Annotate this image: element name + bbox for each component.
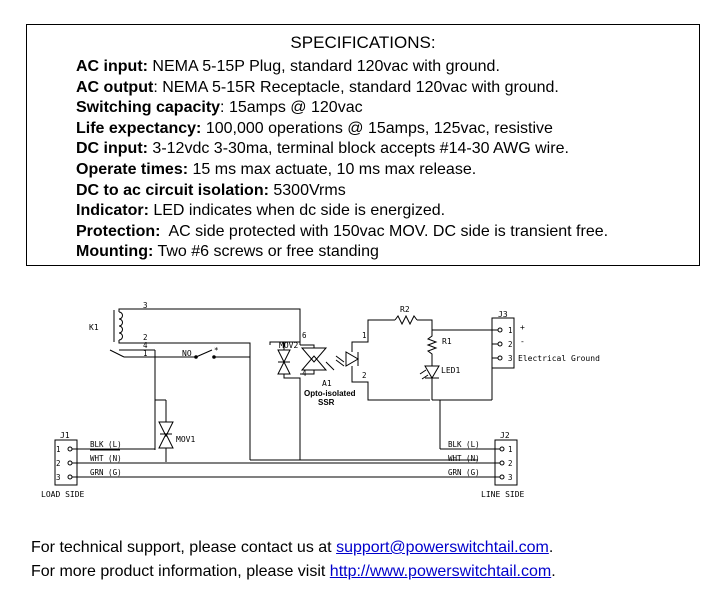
schematic-label: J2 (500, 431, 510, 440)
info-suffix: . (551, 563, 556, 580)
spec-item: AC output: NEMA 5-15R Receptacle, standa… (76, 78, 608, 99)
schematic-label: 1 (143, 349, 148, 358)
relay-coil (118, 311, 123, 341)
specifications-box: SPECIFICATIONS: AC input: NEMA 5-15P Plu… (26, 24, 700, 266)
spec-item: Operate times: 15 ms max actuate, 10 ms … (76, 160, 608, 181)
support-line: For technical support, please contact us… (31, 539, 553, 557)
schematic-label: 1 (362, 331, 367, 340)
support-prefix: For technical support, please contact us… (31, 539, 337, 556)
schematic-label: 3 (143, 301, 148, 310)
spec-label: Mounting: (76, 243, 154, 261)
schematic-label: NO (182, 349, 192, 358)
schematic-label: 1 (508, 445, 513, 454)
spec-value: : NEMA 5-15R Receptacle, standard 120vac… (153, 78, 559, 96)
schematic-label: 2 (56, 459, 61, 468)
schematic-label: 4 (143, 341, 148, 350)
spec-item: Indicator: LED indicates when dc side is… (76, 201, 608, 222)
schematic-label: WHT (N) (90, 454, 122, 463)
r2-resistor (394, 314, 418, 326)
schematic-label: 2 (362, 371, 367, 380)
j3-terminal-block (491, 317, 515, 369)
spec-value: LED indicates when dc side is energized. (148, 202, 446, 220)
schematic-label: MOV2 (279, 341, 298, 350)
spec-value: 3-12vdc 3-30ma, terminal block accepts #… (147, 140, 569, 158)
spec-item: DC input: 3-12vdc 3-30ma, terminal block… (76, 139, 608, 160)
schematic-label: K1 (89, 323, 99, 332)
spec-item: Mounting: Two #6 screws or free standing (76, 242, 608, 263)
spec-item: DC to ac circuit isolation: 5300Vrms (76, 181, 608, 202)
schematic-label: J1 (60, 431, 70, 440)
schematic-label: WHT (N) (448, 454, 480, 463)
schematic-labels: K1 3 2 4 1 NO * MOV2 6 4 A1 Opto-isolate… (41, 301, 600, 499)
spec-label: Operate times: (76, 160, 189, 178)
spec-value: 15 ms max actuate, 10 ms max release. (188, 160, 477, 178)
spec-value: 5300Vrms (268, 181, 346, 199)
schematic-label: GRN (G) (448, 468, 480, 477)
spec-label: AC output (76, 78, 154, 96)
circuit-schematic: K1 3 2 4 1 NO * MOV2 6 4 A1 Opto-isolate… (41, 301, 600, 499)
r1-resistor (426, 330, 438, 362)
schematic-label: GRN (G) (90, 468, 122, 477)
schematic-label: A1 (322, 379, 332, 388)
spec-label: Life expectancy: (76, 119, 202, 137)
support-email-link[interactable]: support@powerswitchtail.com (336, 539, 549, 556)
schematic-label: 1 (508, 326, 513, 335)
schematic-label: R1 (442, 337, 452, 346)
info-prefix: For more product information, please vis… (31, 563, 330, 580)
schematic-label: 3 (508, 473, 513, 482)
schematic-label: Opto-isolated (304, 389, 356, 398)
schematic-label: Electrical Ground (518, 354, 600, 363)
spec-item: AC input: NEMA 5-15P Plug, standard 120v… (76, 57, 608, 78)
mov1-symbol (158, 421, 174, 449)
spec-item: Switching capacity: 15amps @ 120vac (76, 98, 608, 119)
spec-value: : 15amps @ 120vac (220, 99, 363, 117)
specifications-list: AC input: NEMA 5-15P Plug, standard 120v… (76, 57, 608, 263)
spec-label: DC to ac circuit isolation: (76, 181, 269, 199)
spec-label: Indicator: (76, 202, 149, 220)
schematic-label: - (520, 337, 525, 346)
schematic-label: 2 (508, 459, 513, 468)
schematic-label: 6 (302, 331, 307, 340)
schematic-label: LOAD SIDE (41, 490, 85, 499)
schematic-label: LINE SIDE (481, 490, 525, 499)
spec-value: AC side protected with 150vac MOV. DC si… (160, 222, 609, 240)
spec-label: Protection: (76, 222, 161, 240)
spec-value: NEMA 5-15P Plug, standard 120vac with gr… (147, 58, 500, 75)
schematic-label: + (520, 323, 525, 332)
schematic-label: J3 (498, 310, 508, 319)
spec-label: Switching capacity (76, 99, 221, 117)
relay-switch-arm (109, 349, 125, 358)
spec-value: Two #6 screws or free standing (153, 243, 379, 261)
schematic-label: 1 (56, 445, 61, 454)
spec-label: DC input: (76, 140, 148, 158)
schematic-label: 3 (508, 354, 513, 363)
schematic-label: 3 (56, 473, 61, 482)
schematic-label: SSR (318, 398, 335, 407)
schematic-label: LED1 (441, 366, 460, 375)
spec-label: AC input: (76, 58, 148, 75)
website-link[interactable]: http://www.powerswitchtail.com (329, 563, 552, 580)
support-suffix: . (548, 539, 554, 556)
schematic-label: BLK (L) (448, 440, 480, 449)
schematic-label: BLK (L) (90, 440, 122, 449)
info-line: For more product information, please vis… (31, 563, 556, 581)
spec-item: Life expectancy: 100,000 operations @ 15… (76, 119, 608, 140)
schematic-label: 2 (143, 333, 148, 342)
spec-item: Protection: AC side protected with 150va… (76, 222, 608, 243)
specifications-title: SPECIFICATIONS: (290, 33, 436, 52)
schematic-label: * (214, 346, 219, 355)
schematic-label: R2 (400, 305, 410, 314)
spec-value: 100,000 operations @ 15amps, 125vac, res… (201, 119, 553, 137)
schematic-label: 2 (508, 340, 513, 349)
schematic-label: 4 (302, 369, 307, 378)
schematic-label: MOV1 (176, 435, 195, 444)
